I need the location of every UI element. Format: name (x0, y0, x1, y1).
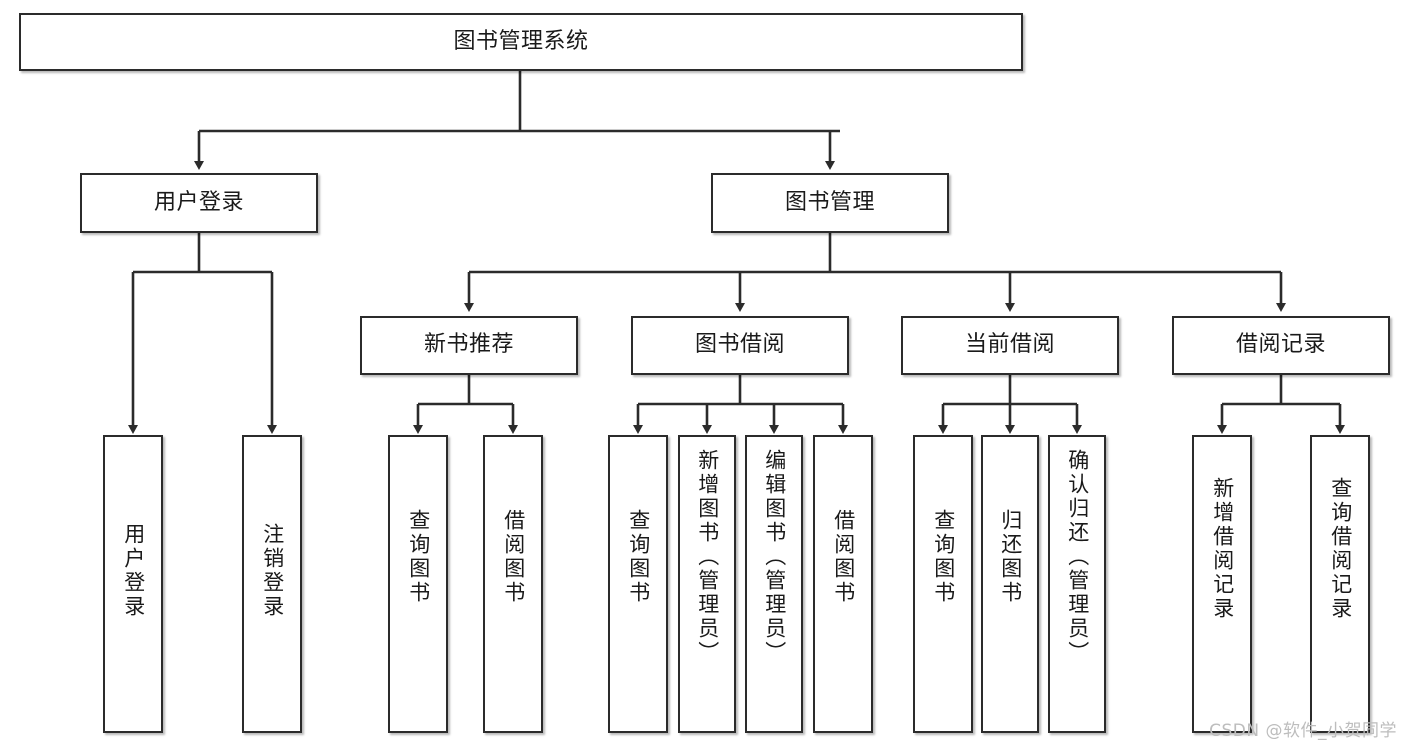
node-leaf-borrow-book-2[interactable]: 借阅图书 (813, 435, 873, 733)
node-label: 新增借阅记录 (1210, 477, 1235, 621)
node-new-book-recommend[interactable]: 新书推荐 (360, 316, 578, 375)
node-label: 新增图书（管理员） (695, 449, 720, 665)
node-leaf-edit-book[interactable]: 编辑图书（管理员） (745, 435, 803, 733)
node-label: 新书推荐 (423, 332, 514, 358)
node-label: 查询图书 (406, 509, 431, 605)
watermark-text: CSDN @软件_小贺同学 (1209, 721, 1397, 741)
node-label: 查询图书 (931, 509, 956, 605)
node-label: 确认归还（管理员） (1065, 449, 1090, 665)
node-leaf-add-book[interactable]: 新增图书（管理员） (678, 435, 736, 733)
node-label: 查询借阅记录 (1328, 477, 1353, 621)
node-leaf-confirm-return[interactable]: 确认归还（管理员） (1048, 435, 1106, 733)
node-book-borrow[interactable]: 图书借阅 (631, 316, 849, 375)
node-label: 图书管理系统 (453, 28, 589, 54)
node-user-login[interactable]: 用户登录 (80, 173, 318, 233)
node-borrow-record[interactable]: 借阅记录 (1172, 316, 1390, 375)
node-label: 借阅记录 (1235, 332, 1326, 358)
node-leaf-return-book[interactable]: 归还图书 (981, 435, 1039, 733)
node-label: 借阅图书 (831, 509, 856, 605)
node-label: 注销登录 (260, 523, 285, 619)
node-leaf-borrow-book-1[interactable]: 借阅图书 (483, 435, 543, 733)
node-label: 图书借阅 (694, 332, 785, 358)
node-leaf-query-record[interactable]: 查询借阅记录 (1310, 435, 1370, 733)
node-label: 用户登录 (121, 523, 146, 619)
node-leaf-query-book-3[interactable]: 查询图书 (913, 435, 973, 733)
node-leaf-query-book-2[interactable]: 查询图书 (608, 435, 668, 733)
node-root-system[interactable]: 图书管理系统 (19, 13, 1023, 71)
node-label: 编辑图书（管理员） (762, 449, 787, 665)
node-current-borrow[interactable]: 当前借阅 (901, 316, 1119, 375)
node-label: 图书管理 (784, 189, 875, 215)
node-label: 用户登录 (153, 189, 244, 215)
node-label: 当前借阅 (964, 332, 1055, 358)
node-book-management[interactable]: 图书管理 (711, 173, 949, 233)
node-leaf-add-record[interactable]: 新增借阅记录 (1192, 435, 1252, 733)
node-leaf-user-login[interactable]: 用户登录 (103, 435, 163, 733)
node-label: 借阅图书 (501, 509, 526, 605)
node-leaf-query-book-1[interactable]: 查询图书 (388, 435, 448, 733)
node-leaf-logout[interactable]: 注销登录 (242, 435, 302, 733)
node-label: 查询图书 (626, 509, 651, 605)
node-label: 归还图书 (998, 509, 1023, 605)
